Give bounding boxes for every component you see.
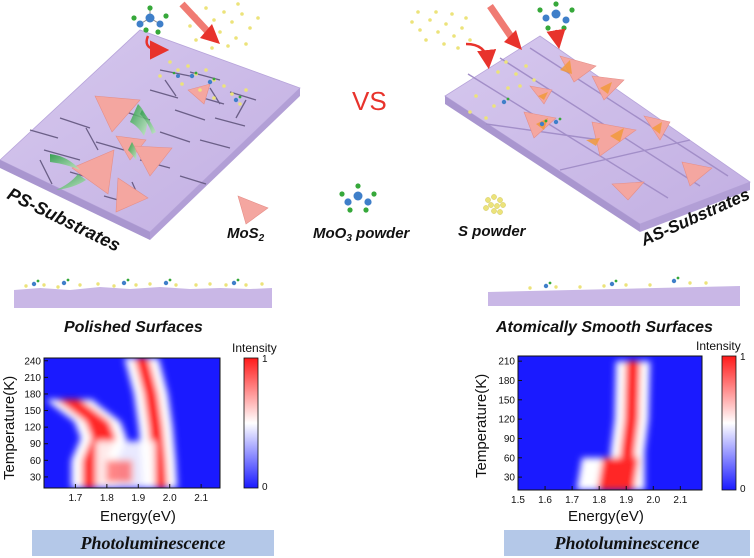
polished-surface-profile xyxy=(14,278,272,308)
heatmap-left-ytick-label: 30 xyxy=(30,472,42,483)
heatmap-right-xtick-label: 1.5 xyxy=(511,495,525,506)
heatmap-right-xtick-label: 1.7 xyxy=(565,495,579,506)
heatmap-left-axes: 1.7 1.8 1.9 2.0 2.1 30 60 90 120 150 180 210 240 xyxy=(24,356,208,504)
s-powder-icon xyxy=(483,194,506,215)
heatmap-right-xtick-label: 1.9 xyxy=(619,495,633,506)
red-flow-arrow-icon-right xyxy=(465,4,566,70)
heatmap-left-bridge-core xyxy=(106,460,133,483)
smooth-surface-profile xyxy=(488,276,740,306)
legend-mos2-label: MoS2 xyxy=(227,225,265,244)
ps-substrate-illustration xyxy=(0,29,301,240)
colorbar-left xyxy=(243,357,259,489)
heatmap-left-ytick-label: 240 xyxy=(24,356,41,367)
heatmap-right-xtick-label: 2.0 xyxy=(646,495,660,506)
heatmap-left-ytick-label: 90 xyxy=(30,439,42,450)
heatmap-left-xtick-label: 2.0 xyxy=(163,493,177,504)
heatmap-right-xlabel: Energy(eV) xyxy=(568,508,644,525)
colorbar-right-min: 0 xyxy=(740,484,746,495)
pl-heatmap-left: 1.7 1.8 1.9 2.0 2.1 30 60 90 120 150 180 210 240 Ene… xyxy=(1,341,277,525)
colorbar-right xyxy=(721,355,737,491)
mos2-triangle-icon xyxy=(237,195,269,225)
heatmap-right-ytick-label: 180 xyxy=(498,376,515,387)
heatmap-left-ylabel: Temperature(K) xyxy=(1,376,18,480)
colorbar-right-max: 1 xyxy=(740,352,746,363)
vs-label: VS xyxy=(352,86,387,116)
polished-surfaces-label: Polished Surfaces xyxy=(64,319,203,336)
heatmap-right-shoulder-core xyxy=(597,457,639,490)
ps-surface-atoms xyxy=(158,60,248,106)
as-substrate-illustration xyxy=(444,35,751,232)
heatmap-right-xtick-label: 2.1 xyxy=(673,495,687,506)
heatmap-right-intensity xyxy=(576,361,650,490)
heatmap-left-ytick-label: 120 xyxy=(24,423,41,434)
heatmap-right-ylabel: Temperature(K) xyxy=(473,374,490,478)
heatmap-left-xtick-label: 1.9 xyxy=(131,493,145,504)
photoluminescence-banner-right: Photoluminescence xyxy=(504,530,750,556)
sulfur-powder-icon xyxy=(184,2,260,50)
colorbar-left-min: 0 xyxy=(262,482,268,493)
heatmap-right-ytick-label: 120 xyxy=(498,415,515,426)
heatmap-right-ytick-label: 60 xyxy=(504,453,516,464)
heatmap-right-xtick-label: 1.8 xyxy=(592,495,606,506)
moo3-molecule-icon-right xyxy=(537,1,575,31)
colorbar-right-label: Intensity xyxy=(696,339,741,353)
as-surface-atoms xyxy=(468,60,562,127)
red-flow-arrow-icon xyxy=(145,1,220,60)
legend: MoS2 MoO3 powder S powder xyxy=(227,183,527,244)
photoluminescence-banner-left: Photoluminescence xyxy=(32,530,274,556)
heatmap-right-xtick-label: 1.6 xyxy=(538,495,552,506)
heatmap-left-intensity xyxy=(46,358,178,488)
heatmap-right-ytick-label: 90 xyxy=(504,434,516,445)
heatmap-right-ytick-label: 150 xyxy=(498,395,515,406)
heatmap-left-ytick-label: 210 xyxy=(24,373,41,384)
heatmap-right-ytick-label: 210 xyxy=(498,357,515,368)
heatmap-right-axes: 1.5 1.6 1.7 1.8 1.9 2.0 2.1 30 60 90 120 150 180 210 xyxy=(498,357,687,506)
heatmap-left-peak-a-core xyxy=(134,358,168,488)
heatmap-left-xtick-label: 1.7 xyxy=(68,493,82,504)
diffusion-flows xyxy=(50,104,156,190)
heatmap-right-ytick-label: 30 xyxy=(504,473,516,484)
legend-moo3-label: MoO3 powder xyxy=(313,225,411,244)
heatmap-left-xlabel: Energy(eV) xyxy=(100,508,176,525)
moo3-molecule-icon xyxy=(131,5,169,35)
legend-s-powder-label: S powder xyxy=(458,223,527,240)
atomically-smooth-surfaces-label: Atomically Smooth Surfaces xyxy=(495,319,713,336)
sulfur-powder-icon-right xyxy=(410,10,472,50)
colorbar-left-max: 1 xyxy=(262,354,268,365)
heatmap-left-xtick-label: 2.1 xyxy=(194,493,208,504)
moo3-powder-icon xyxy=(339,183,377,213)
heatmap-left-ytick-label: 60 xyxy=(30,456,42,467)
colorbar-left-label: Intensity xyxy=(232,341,277,355)
heatmap-left-xtick-label: 1.8 xyxy=(100,493,114,504)
heatmap-left-ytick-label: 150 xyxy=(24,406,41,417)
heatmap-left-ytick-label: 180 xyxy=(24,389,41,400)
